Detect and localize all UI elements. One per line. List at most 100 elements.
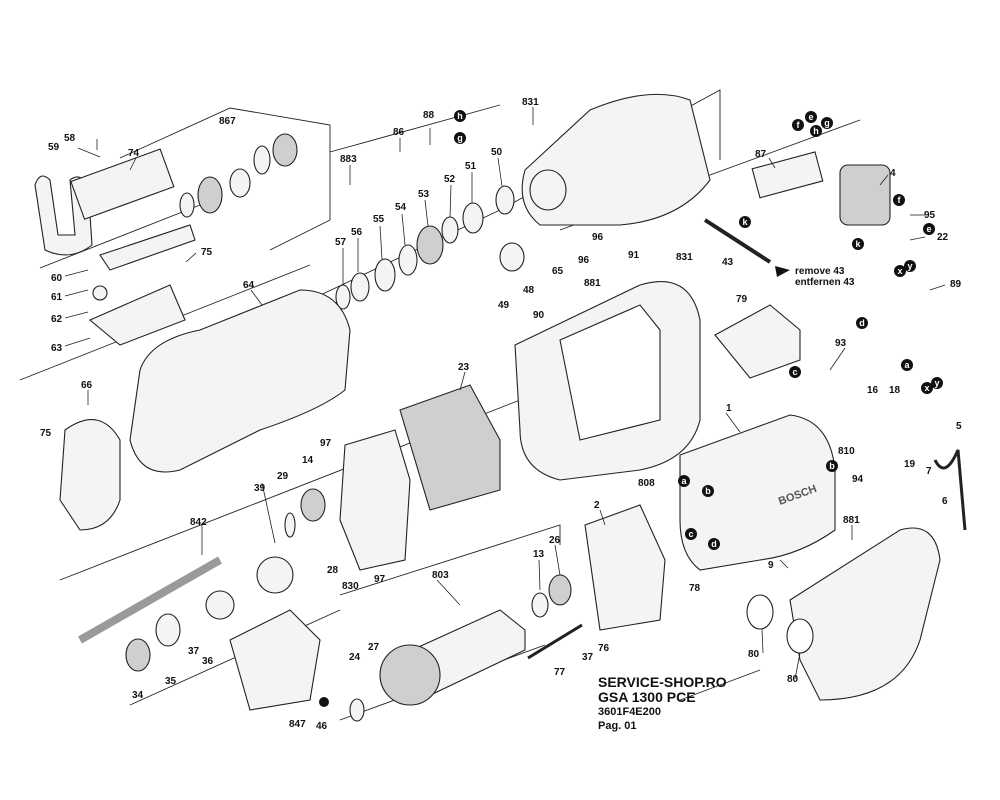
svg-text:a: a xyxy=(904,360,910,370)
housing-bore-part xyxy=(529,169,567,211)
callout-88: 88 xyxy=(423,110,435,121)
model-label: GSA 1300 PCE xyxy=(598,689,696,705)
callout-37-left: 37 xyxy=(188,646,200,657)
connector-e2: e xyxy=(923,223,935,235)
ring-50 xyxy=(495,185,515,215)
seal-55 xyxy=(374,258,396,292)
svg-text:c: c xyxy=(688,529,693,539)
callout-29: 29 xyxy=(277,471,289,482)
callout-66: 66 xyxy=(81,380,93,391)
callout-883: 883 xyxy=(340,154,357,165)
callout-49: 49 xyxy=(498,300,510,311)
connector-c2: c xyxy=(685,528,697,540)
ring-39 xyxy=(284,512,296,538)
leader-lines xyxy=(64,107,946,680)
svg-text:y: y xyxy=(934,378,939,388)
callout-36: 36 xyxy=(202,656,214,667)
callout-6: 6 xyxy=(942,496,948,507)
callout-7: 7 xyxy=(926,466,932,477)
callout-867: 867 xyxy=(219,116,236,127)
motor-housing-64 xyxy=(129,289,351,473)
callout-1: 1 xyxy=(726,403,732,414)
connector-d1: d xyxy=(856,317,868,329)
callout-93: 93 xyxy=(835,338,847,349)
svg-text:h: h xyxy=(457,111,463,121)
callout-18: 18 xyxy=(889,385,901,396)
parts xyxy=(34,93,967,722)
callout-74: 74 xyxy=(128,148,140,159)
page-number-label: Pag. 01 xyxy=(598,720,637,732)
connector-x2: x xyxy=(921,382,933,394)
callout-27: 27 xyxy=(368,642,380,653)
bearing-34 xyxy=(125,638,151,672)
switch-4-part xyxy=(839,164,891,226)
service-site-label: SERVICE-SHOP.RO xyxy=(598,674,727,690)
svg-text:b: b xyxy=(829,461,835,471)
seal-56 xyxy=(350,272,370,302)
rocker-847 xyxy=(229,609,321,711)
callout-24: 24 xyxy=(349,652,361,663)
svg-text:k: k xyxy=(742,217,748,227)
connector-y1: y xyxy=(904,260,916,272)
bearing-part-2 xyxy=(272,133,298,167)
crank-part xyxy=(205,590,235,620)
callout-23: 23 xyxy=(458,362,470,373)
shoe-plate-part xyxy=(70,148,175,220)
flange-35 xyxy=(155,613,181,647)
callout-54: 54 xyxy=(395,202,407,213)
callout-34: 34 xyxy=(132,690,144,701)
gear-39 xyxy=(256,556,294,594)
svg-text:a: a xyxy=(681,476,687,486)
connector-g1: g xyxy=(821,117,833,129)
callout-831-top: 831 xyxy=(522,97,539,108)
callout-46: 46 xyxy=(316,721,328,732)
svg-text:g: g xyxy=(824,118,830,128)
callout-80-lower: 80 xyxy=(787,674,799,685)
gear-housing-part xyxy=(521,93,711,226)
gear-plate-830 xyxy=(339,429,411,571)
callout-61: 61 xyxy=(51,292,63,303)
motor-stator-1 xyxy=(679,414,836,571)
ring-part xyxy=(179,192,195,218)
callout-831-mid: 831 xyxy=(676,252,693,263)
callout-19: 19 xyxy=(904,459,916,470)
callout-96-lower: 96 xyxy=(578,255,590,266)
svg-text:x: x xyxy=(924,383,929,393)
cable-6 xyxy=(933,449,967,531)
callout-75-top: 75 xyxy=(201,247,213,258)
svg-text:f: f xyxy=(797,120,801,130)
cap-80a xyxy=(746,594,774,630)
callout-39: 39 xyxy=(254,483,266,494)
remove-note-de: entfernen 43 xyxy=(795,277,855,288)
shaft-842 xyxy=(78,556,222,644)
callout-77: 77 xyxy=(554,667,566,678)
callout-91: 91 xyxy=(628,250,640,261)
callout-26: 26 xyxy=(549,535,561,546)
callout-881-bottom: 881 xyxy=(843,515,860,526)
dot-46-icon xyxy=(319,697,329,707)
callout-94: 94 xyxy=(852,474,864,485)
seal-54 xyxy=(398,244,418,276)
connector-b1: b xyxy=(826,460,838,472)
svg-text:b: b xyxy=(705,486,711,496)
arrow-right-icon xyxy=(775,266,790,277)
remove-note-en: remove 43 xyxy=(795,266,845,277)
callout-97-lower: 97 xyxy=(374,574,386,585)
handle-cutout xyxy=(559,304,661,441)
ring-52 xyxy=(441,216,459,244)
callout-76: 76 xyxy=(598,643,610,654)
knob-part xyxy=(92,285,108,301)
fan-27 xyxy=(379,644,441,706)
connector-h1: h xyxy=(810,125,822,137)
callout-14: 14 xyxy=(302,455,314,466)
shoe-cover-66 xyxy=(59,419,121,531)
shaft-43 xyxy=(703,218,772,264)
connector-f2: f xyxy=(893,194,905,206)
callout-48: 48 xyxy=(523,285,535,296)
base-plate-part xyxy=(88,284,186,346)
svg-text:k: k xyxy=(855,239,861,249)
connector-a1: a xyxy=(901,359,913,371)
connector-c1: c xyxy=(789,366,801,378)
svg-text:g: g xyxy=(457,133,463,143)
handle-cover-881 xyxy=(789,527,941,701)
